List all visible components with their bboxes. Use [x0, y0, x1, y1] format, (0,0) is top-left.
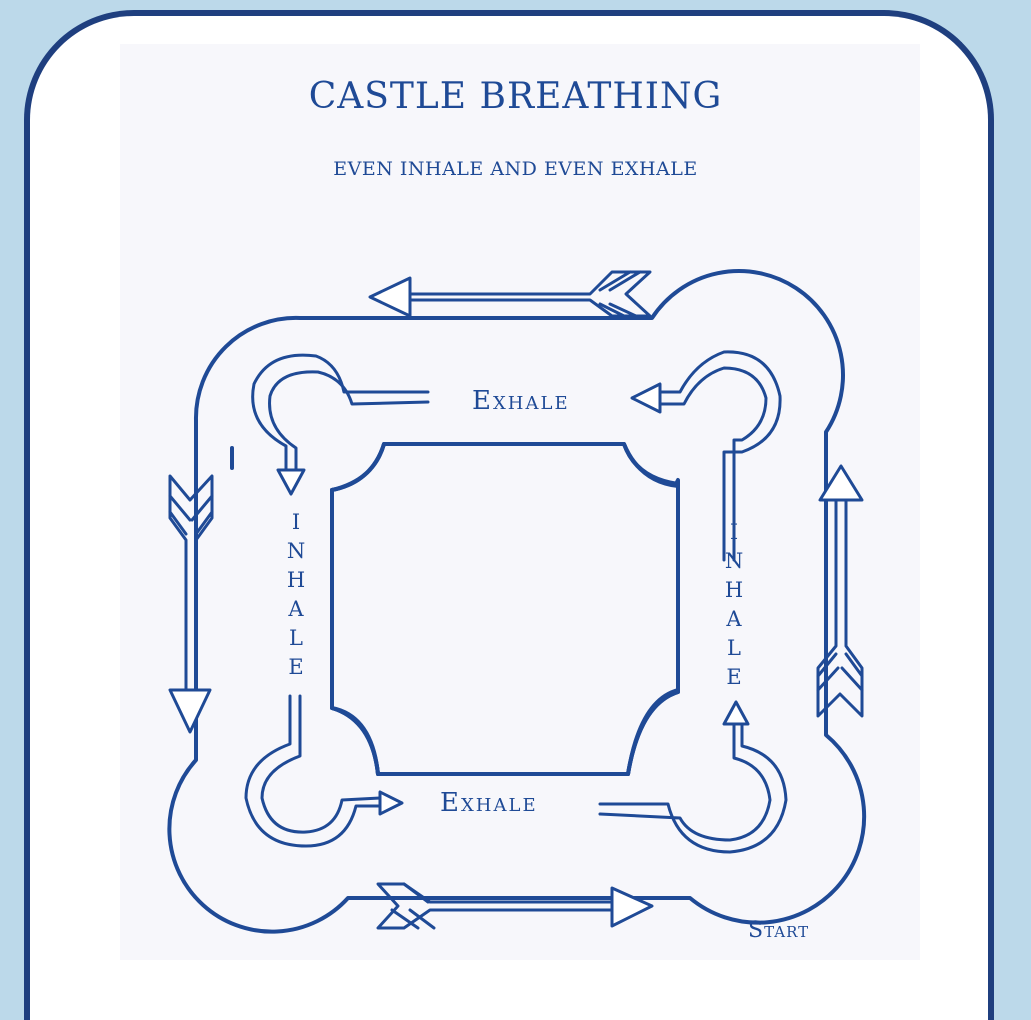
- big-arrow-bottom-right: [378, 884, 652, 928]
- exhale-label-bottom: Exhale: [440, 788, 538, 818]
- inhale-right-letter: L: [719, 634, 749, 663]
- diagram-title: CASTLE BREATHING: [0, 76, 1031, 117]
- swirl-bottom-left: [246, 696, 380, 846]
- castle-middle-band: [332, 444, 678, 774]
- inhale-left-letter: E: [281, 653, 311, 682]
- inhale-right-letter: I: [719, 518, 749, 547]
- castle-outer-outline: [169, 271, 864, 932]
- swirl-top-left: [253, 355, 428, 470]
- arrow-head-up-right: [724, 702, 748, 724]
- inhale-label-left: I N H A L E: [281, 508, 311, 682]
- inhale-right-letter: E: [719, 663, 749, 692]
- inhale-right-letter: N: [719, 547, 749, 576]
- inhale-left-letter: I: [281, 508, 311, 537]
- big-arrow-top-left: [370, 272, 650, 316]
- arrow-head-left-top: [632, 384, 660, 412]
- inhale-label-right: I N H A L E: [719, 518, 749, 692]
- start-label: Start: [748, 918, 809, 943]
- inhale-left-letter: N: [281, 537, 311, 566]
- diagram-subtitle: EVEN INHALE AND EVEN EXHALE: [0, 158, 1031, 180]
- castle-inner-ring: [332, 444, 678, 774]
- arrow-head-right-bottom: [380, 792, 402, 814]
- big-arrow-left-down: [170, 476, 212, 732]
- inhale-right-letter: A: [719, 605, 749, 634]
- arrow-head-down-left: [278, 470, 304, 494]
- inhale-right-letter: H: [719, 576, 749, 605]
- inhale-left-letter: H: [281, 566, 311, 595]
- inhale-left-letter: A: [281, 595, 311, 624]
- swirl-bottom-right: [600, 724, 786, 852]
- inhale-left-letter: L: [281, 624, 311, 653]
- exhale-label-top: Exhale: [472, 386, 570, 416]
